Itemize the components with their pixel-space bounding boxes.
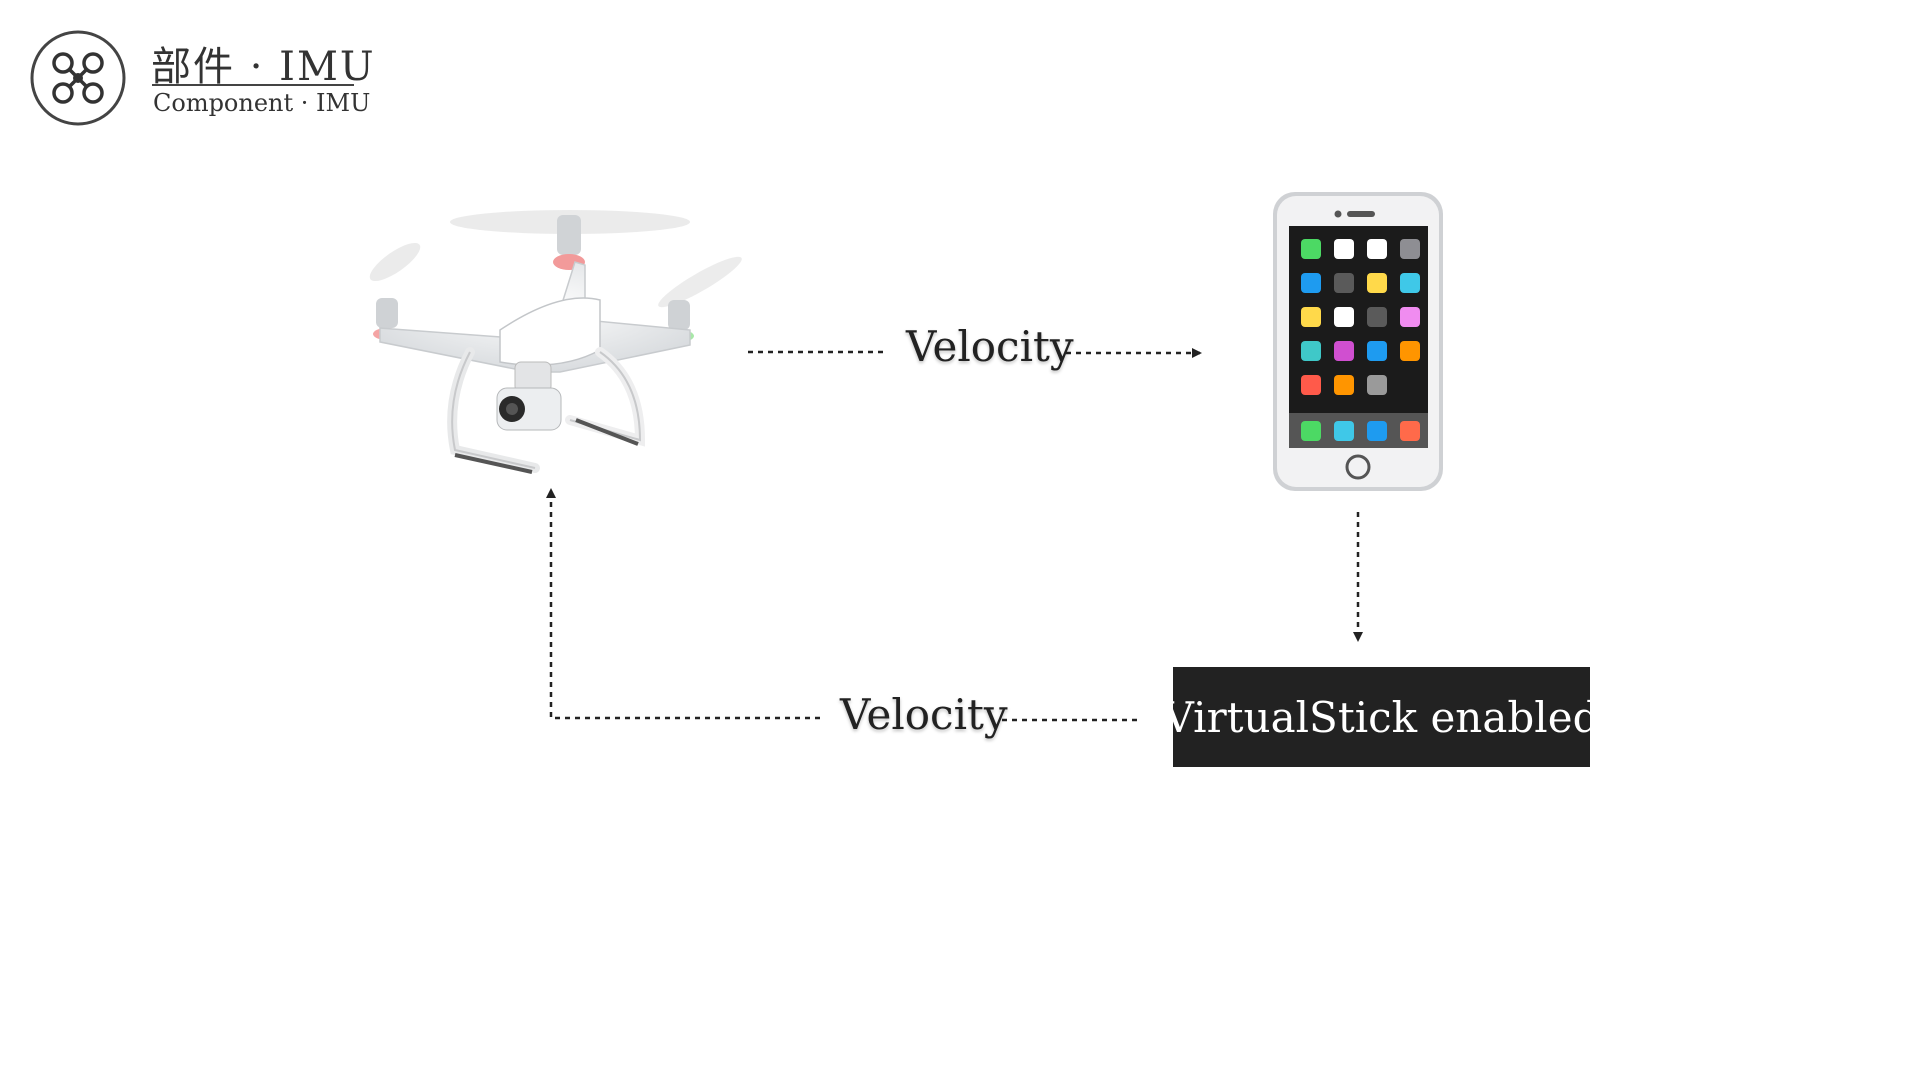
- arrow-virtualstick-to-drone: [551, 490, 1137, 720]
- virtualstick-node: VirtualStick enabled: [1173, 667, 1590, 767]
- edge-label-velocity-bottom: Velocity: [840, 690, 1008, 739]
- edge-label-velocity-top: Velocity: [906, 322, 1074, 371]
- virtualstick-label: VirtualStick enabled: [1164, 693, 1600, 742]
